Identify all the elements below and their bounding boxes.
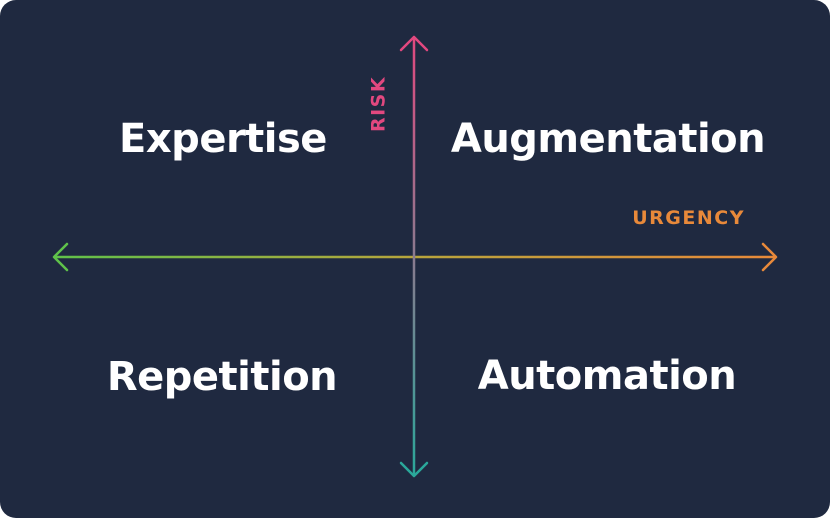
bottom-arrowhead: [399, 461, 429, 478]
left-arrowhead: [52, 242, 69, 272]
quadrant-expertise: Expertise: [119, 116, 327, 162]
risk-axis-label: RISK: [367, 75, 390, 133]
quadrant-augmentation: Augmentation: [450, 116, 766, 162]
quadrant-repetition: Repetition: [106, 354, 338, 400]
right-arrowhead: [761, 242, 778, 272]
top-arrowhead: [399, 35, 429, 52]
urgency-axis-label: URGENCY: [632, 207, 745, 229]
quadrant-automation: Automation: [477, 353, 737, 399]
